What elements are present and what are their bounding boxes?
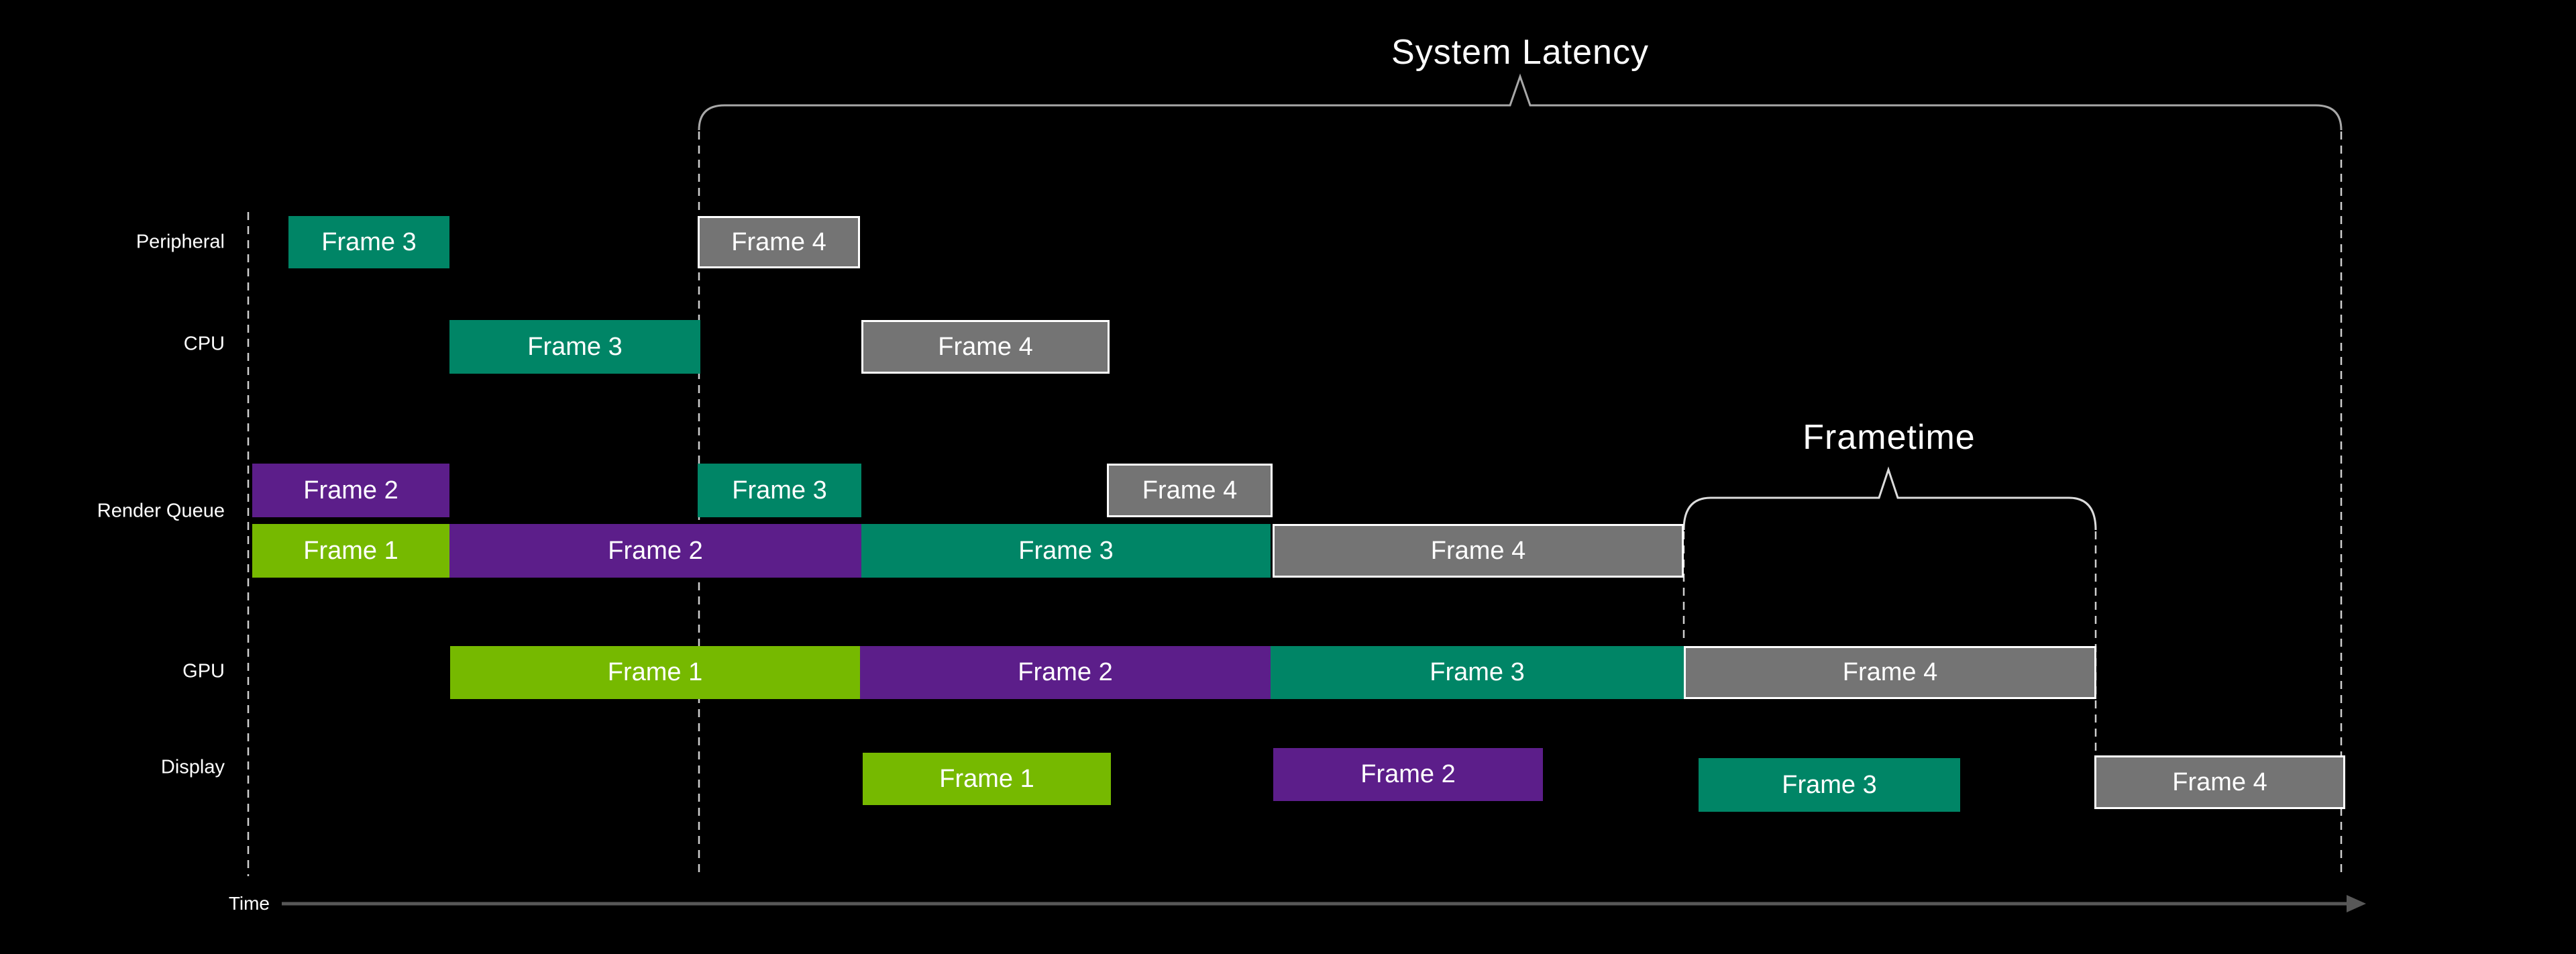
time-axis-label: Time (228, 893, 270, 914)
bar-gpu-frame3: Frame 3 (1271, 646, 1684, 699)
bar-display-frame3: Frame 3 (1699, 758, 1960, 812)
row-label-gpu: GPU (182, 660, 225, 682)
bar-render-queue-bottom-frame1: Frame 1 (252, 524, 449, 578)
row-label-peripheral: Peripheral (136, 231, 225, 253)
bar-gpu-frame4: Frame 4 (1684, 646, 2096, 699)
bar-render-queue-top-frame4: Frame 4 (1107, 464, 1273, 517)
bar-display-frame2: Frame 2 (1273, 748, 1543, 801)
system-latency-bracket (698, 73, 2343, 131)
bar-peripheral-frame3: Frame 3 (288, 216, 449, 268)
frametime-bracket (1682, 466, 2097, 531)
bar-render-queue-top-frame3: Frame 3 (698, 464, 861, 517)
bar-render-queue-bottom-frame4: Frame 4 (1273, 524, 1684, 578)
bar-cpu-frame4: Frame 4 (861, 320, 1110, 374)
row-label-render-queue: Render Queue (97, 500, 225, 522)
frametime-title: Frametime (1803, 418, 1976, 457)
row-label-display: Display (160, 756, 225, 778)
row-label-cpu: CPU (183, 333, 225, 355)
time-axis-arrowhead (2347, 895, 2366, 912)
bar-display-frame4: Frame 4 (2094, 755, 2345, 809)
bar-cpu-frame3: Frame 3 (449, 320, 700, 374)
bar-peripheral-frame4: Frame 4 (698, 216, 860, 268)
bar-render-queue-bottom-frame2: Frame 2 (449, 524, 861, 578)
bar-gpu-frame2: Frame 2 (860, 646, 1271, 699)
bar-render-queue-bottom-frame3: Frame 3 (861, 524, 1271, 578)
system-latency-title: System Latency (1391, 33, 1649, 72)
bar-display-frame1: Frame 1 (863, 753, 1111, 805)
bar-gpu-frame1: Frame 1 (450, 646, 860, 699)
bar-render-queue-top-frame2: Frame 2 (252, 464, 449, 517)
